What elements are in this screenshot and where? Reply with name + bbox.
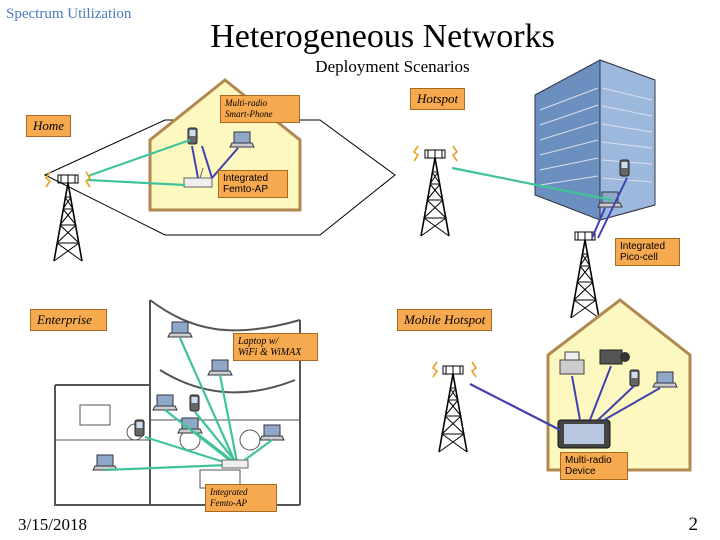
callout-multi-radio-smartphone: Multi-radio Smart-Phone xyxy=(220,95,300,123)
smartphone-icon xyxy=(619,159,630,177)
printer-icon xyxy=(559,351,585,375)
multi-radio-device-icon xyxy=(557,419,611,449)
laptop-icon xyxy=(652,371,678,388)
router-icon xyxy=(221,459,249,469)
camcorder-icon xyxy=(599,349,630,365)
page-title: Heterogeneous Networks xyxy=(210,18,555,55)
mobile-hotspot-label: Mobile Hotspot xyxy=(397,309,493,331)
callout-integrated-pico-cell: Integrated Pico-cell xyxy=(615,238,680,266)
enterprise-label: Enterprise xyxy=(30,309,107,331)
page-number: 2 xyxy=(688,514,699,535)
cell-tower-icon xyxy=(570,231,600,319)
home-label: Home xyxy=(26,115,72,137)
callout-laptop-wifi-wimax: Laptop w/ WiFi & WiMAX xyxy=(233,333,318,361)
callout-integrated-femto-enterprise: Integrated Femto-AP xyxy=(205,484,277,512)
cell-tower-icon xyxy=(53,174,83,262)
page-subtitle: Deployment Scenarios xyxy=(315,57,470,76)
smartphone-icon xyxy=(187,127,198,145)
section-label: Spectrum Utilization xyxy=(6,6,132,22)
laptop-icon xyxy=(229,131,255,148)
smartphone-icon xyxy=(629,369,640,387)
cell-tower-icon xyxy=(438,365,468,453)
footer-date: 3/15/2018 xyxy=(18,515,87,534)
callout-integrated-femto-home: Integrated Femto-AP xyxy=(218,170,288,198)
home-coverage-area xyxy=(43,119,396,236)
cell-tower-icon xyxy=(420,149,450,237)
hotspot-label: Hotspot xyxy=(410,88,466,110)
callout-multi-radio-device: Multi-radio Device xyxy=(560,452,628,480)
